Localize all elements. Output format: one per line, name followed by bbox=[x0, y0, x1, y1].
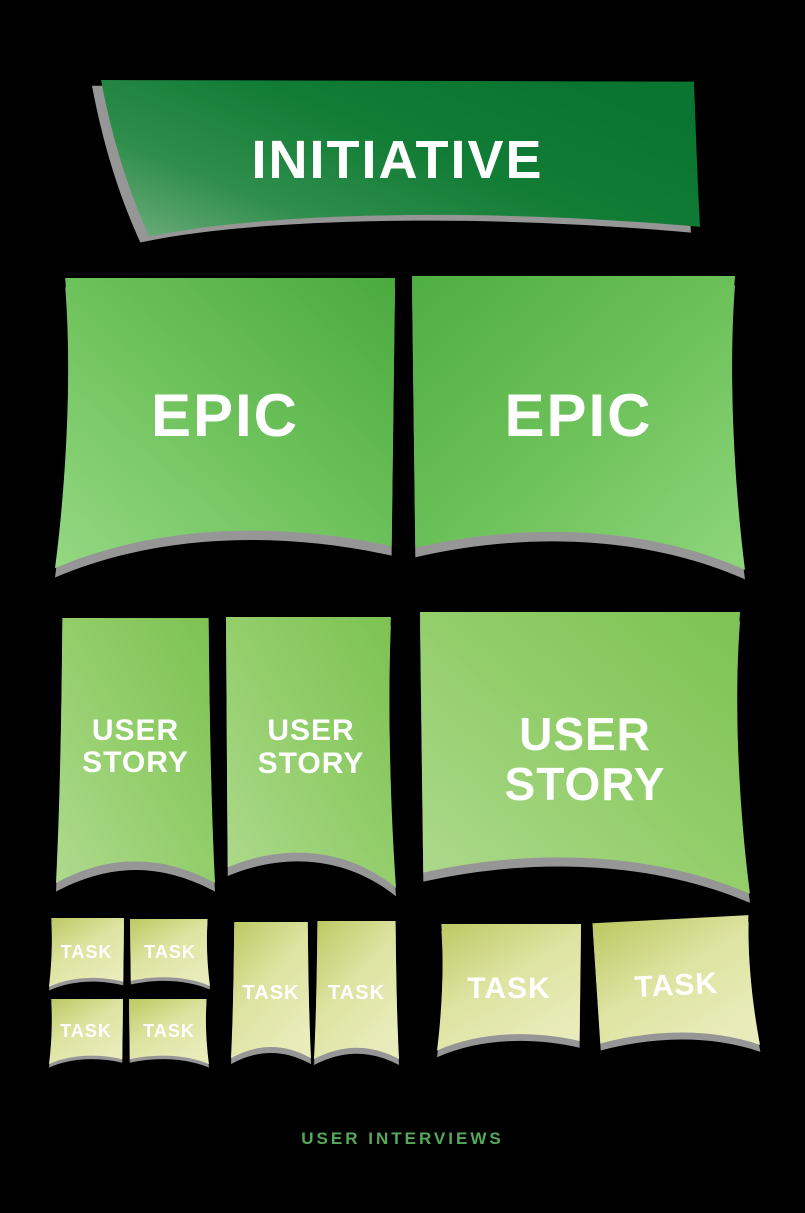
initiative-note: INITIATIVE bbox=[91, 80, 701, 245]
task-2-label: TASK bbox=[144, 942, 196, 963]
task-note-1: TASK bbox=[49, 918, 124, 992]
user-story-note-1: USER STORY bbox=[56, 618, 215, 906]
task-1-label: TASK bbox=[60, 942, 113, 963]
epic-1-label: EPIC bbox=[150, 381, 300, 449]
initiative-label: INITIATIVE bbox=[251, 130, 544, 191]
task-note-4: TASK bbox=[129, 999, 209, 1069]
user-story-2-label: USER STORY bbox=[257, 714, 365, 780]
task-8-label: TASK bbox=[633, 966, 719, 1004]
user-story-note-2: USER STORY bbox=[226, 617, 396, 908]
task-note-2: TASK bbox=[130, 919, 210, 991]
task-note-5: TASK bbox=[231, 922, 311, 1070]
task-note-3: TASK bbox=[49, 999, 123, 1069]
task-note-8: TASK bbox=[592, 914, 761, 1063]
user-story-3-label: USER STORY bbox=[420, 612, 750, 915]
epic-note-2: EPIC bbox=[412, 276, 745, 592]
task-5-label: TASK bbox=[242, 982, 300, 1005]
user-story-1-label: USER STORY bbox=[82, 713, 189, 779]
task-7-label: TASK bbox=[467, 971, 551, 1005]
epic-2-label: EPIC bbox=[504, 381, 653, 449]
task-3-label: TASK bbox=[60, 1021, 112, 1042]
user-story-note-3: USER STORY bbox=[420, 612, 750, 915]
task-4-label: TASK bbox=[143, 1021, 195, 1042]
epic-note-1: EPIC bbox=[55, 278, 395, 590]
task-note-6: TASK bbox=[314, 921, 399, 1071]
caption: USER INTERVIEWS bbox=[301, 1129, 504, 1148]
task-6-label: TASK bbox=[328, 982, 385, 1005]
task-note-7: TASK bbox=[437, 924, 581, 1060]
user-story-3-label-text: USER STORY bbox=[504, 707, 666, 810]
